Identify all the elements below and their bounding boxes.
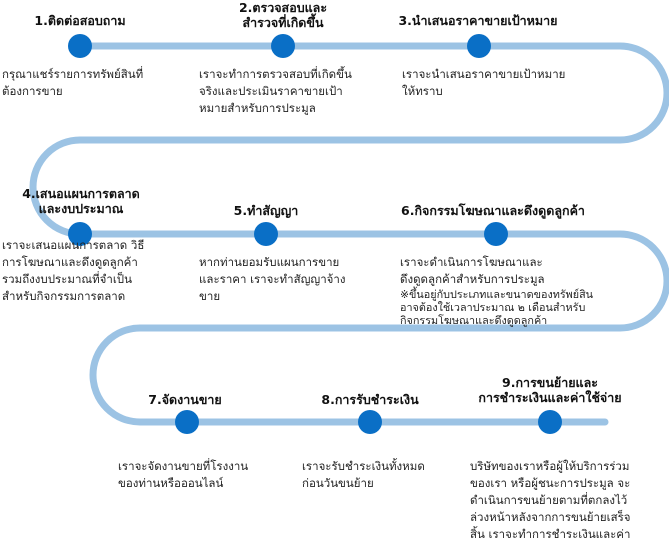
step-1-title-line: 1.ติดต่อสอบถาม [34,13,126,28]
step-3-desc-line: ให้ทราบ [402,84,443,98]
step-6-desc-line: เราจะดำเนินการโฆษณาและ [400,255,543,269]
step-8-desc-line: ก่อนวันขนย้าย [302,476,374,490]
step-8-description: เราจะรับชำระเงินทั้งหมด ก่อนวันขนย้าย [302,458,425,492]
step-1-desc-line: ต้องการขาย [2,84,63,98]
step-9-desc-line: ล่วงหน้าหลังจากการขนย้ายเสร็จ [470,510,631,524]
step-7-desc-line: เราจะจัดงานขายที่โรงงาน [118,459,249,473]
step-4-desc-line: สำหรับกิจกรรมการตลาด [2,289,126,303]
step-9-desc-line: บริษัทของเราหรือผู้ให้บริการร่วม [470,459,630,473]
step-7-title-line: 7.จัดงานขาย [148,392,222,407]
step-9-desc-line: ดำเนินการขนย้ายตามที่ตกลงไว้ [470,493,628,507]
step-9-description: บริษัทของเราหรือผู้ให้บริการร่วม ของเรา … [470,458,631,543]
step-8-title: 8.การรับชำระเงิน [302,392,438,407]
step-5-desc-line: และราคา เราจะทำสัญญาจ้าง [199,272,346,286]
step-5-desc-line: หากท่านยอมรับแผนการขาย [199,255,340,269]
step-1-desc-line: กรุณาแชร์รายการทรัพย์สินที่ [2,67,144,81]
step-7-node [175,410,199,434]
step-5-node [254,222,278,246]
step-6-description: เราจะดำเนินการโฆษณาและ ดึงดูดลูกค้าสำหรั… [400,254,593,327]
step-4-description: เราจะเสนอแผนการตลาด วิธี การโฆษณาและดึงด… [2,237,144,305]
step-7-description: เราจะจัดงานขายที่โรงงาน ของท่านหรือออนไล… [118,458,248,492]
step-4-title-line: และงบประมาณ [38,201,124,216]
step-6-note-line: ※ขึ้นอยู่กับประเภทและขนาดของทรัพย์สิน [400,288,594,301]
step-8-desc-line: เราจะรับชำระเงินทั้งหมด [302,459,425,473]
step-7-title: 7.จัดงานขาย [130,392,240,407]
step-5-title-line: 5.ทำสัญญา [233,203,299,218]
step-6-title: 6.กิจกรรมโฆษณาและดึงดูดลูกค้า [368,203,618,218]
step-5-title: 5.ทำสัญญา [216,203,316,218]
step-4-node [68,222,92,246]
step-2-title-line: สำรวจที่เกิดขึ้น [242,15,324,30]
step-9-title-line: การชำระเงินและค่าใช้จ่าย [478,390,622,405]
step-2-title: 2.ตรวจสอบและ สำรวจที่เกิดขึ้น [212,0,354,30]
step-9-desc-line: ของเรา หรือผู้ชนะการประมูล จะ [470,476,631,490]
connector-path [29,42,669,426]
step-9-title: 9.การขนย้ายและ การชำระเงินและค่าใช้จ่าย [458,375,642,405]
step-1-description: กรุณาแชร์รายการทรัพย์สินที่ ต้องการขาย [2,66,143,100]
step-7-desc-line: ของท่านหรือออนไลน์ [118,476,224,490]
step-3-node [467,34,491,58]
step-2-description: เราจะทำการตรวจสอบที่เกิดขึ้น จริงและประเ… [199,66,352,117]
step-3-title: 3.นำเสนอราคาขายเป้าหมาย [380,13,576,28]
step-2-title-line: 2.ตรวจสอบและ [238,0,328,15]
step-9-desc-line: สิ้น เราจะทำการชำระเงินและค่า [470,527,631,541]
step-6-title-line: 6.กิจกรรมโฆษณาและดึงดูดลูกค้า [401,203,585,218]
step-5-description: หากท่านยอมรับแผนการขาย และราคา เราจะทำสั… [199,254,345,305]
step-8-title-line: 8.การรับชำระเงิน [321,392,419,407]
step-2-desc-line: หมายสำหรับการประมูล [199,101,316,115]
step-6-note-line: อาจต้องใช้เวลาประมาณ ๒ เดือนสำหรับ [400,301,586,314]
step-4-desc-line: เราจะเสนอแผนการตลาด วิธี [2,238,145,252]
step-1-node [68,34,92,58]
step-2-desc-line: จริงและประเมินราคาขายเป้า [199,84,343,98]
step-6-desc-line: ดึงดูดลูกค้าสำหรับการประมูล [400,272,545,286]
step-4-desc-line: รวมถึงงบประมาณที่จำเป็น [2,272,132,286]
step-5-desc-line: ขาย [199,289,221,303]
step-3-title-line: 3.นำเสนอราคาขายเป้าหมาย [398,13,558,28]
step-4-title-line: 4.เสนอแผนการตลาด [22,186,140,201]
step-6-note-line: กิจกรรมโฆษณาและดึงดูดลูกค้า [400,314,548,327]
step-3-desc-line: เราจะนำเสนอราคาขายเป้าหมาย [402,67,566,81]
step-6-node [484,222,508,246]
step-4-desc-line: การโฆษณาและดึงดูดลูกค้า [2,255,138,269]
step-1-title: 1.ติดต่อสอบถาม [12,13,148,28]
step-2-node [271,34,295,58]
step-2-desc-line: เราจะทำการตรวจสอบที่เกิดขึ้น [199,67,352,81]
step-9-title-line: 9.การขนย้ายและ [502,375,598,390]
step-4-title: 4.เสนอแผนการตลาด และงบประมาณ [2,186,160,216]
step-8-node [358,410,382,434]
step-3-description: เราจะนำเสนอราคาขายเป้าหมาย ให้ทราบ [402,66,565,100]
step-9-node [538,410,562,434]
